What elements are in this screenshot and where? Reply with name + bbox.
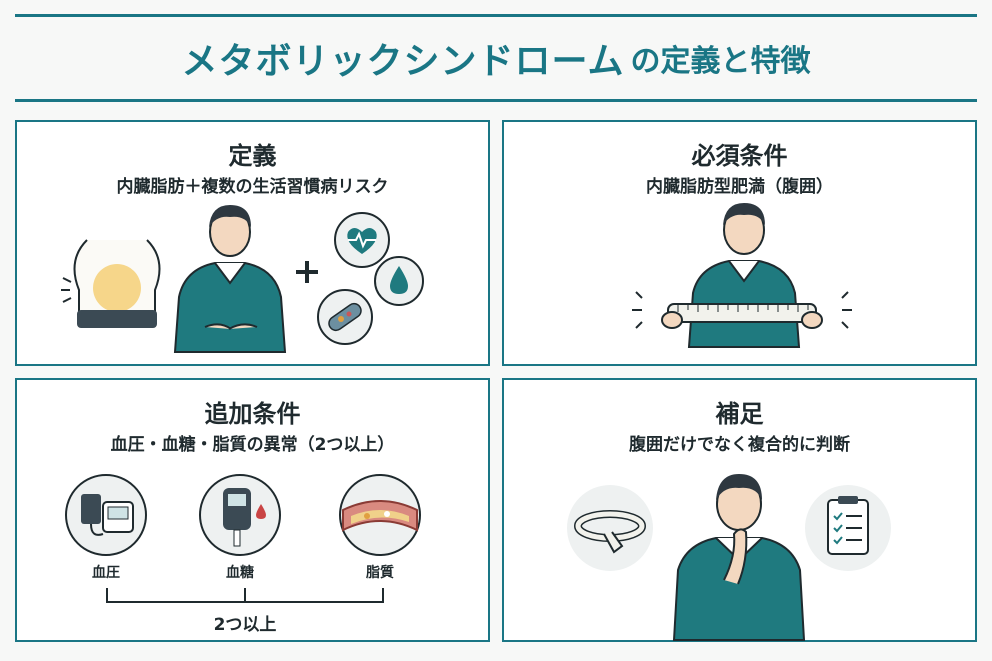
item-label-blood-pressure: 血圧	[92, 565, 120, 581]
page-title: メタボリックシンドローム	[181, 41, 625, 82]
glucose-meter-icon	[199, 474, 281, 556]
blood-drop-icon	[374, 256, 424, 306]
item-label-lipids: 脂質	[366, 565, 394, 581]
thinking-person-illustration	[672, 474, 806, 641]
panel-required: 必須条件 内臓脂肪型肥満（腹囲）	[502, 120, 977, 366]
clogged-artery-icon	[339, 474, 421, 556]
grouping-bracket	[106, 588, 384, 603]
title-bar: メタボリックシンドローム の定義と特徴	[15, 14, 977, 102]
page-title-suffix: の定義と特徴	[630, 44, 811, 79]
panel-definition: 定義 内臓脂肪＋複数の生活習慣病リスク	[15, 120, 490, 366]
panel-subtitle: 腹囲だけでなく複合的に判断	[629, 435, 850, 455]
checklist-clipboard-icon	[805, 485, 891, 571]
panel-subtitle: 内臓脂肪型肥満（腹囲）	[646, 177, 833, 197]
panel-title: 補足	[715, 400, 764, 428]
plus-icon	[296, 261, 318, 283]
panel-subtitle: 内臓脂肪＋複数の生活習慣病リスク	[116, 177, 389, 197]
tape-measure-icon	[567, 485, 653, 571]
person-illustration	[173, 205, 287, 353]
waist-belly-icon	[61, 239, 161, 328]
panel-supplement: 補足 腹囲だけでなく複合的に判断	[502, 378, 977, 642]
blood-pressure-monitor-icon	[65, 474, 147, 556]
heart-pulse-icon	[334, 212, 390, 268]
footer-label: 2つ以上	[213, 615, 277, 635]
measuring-tape-icon	[632, 291, 852, 329]
panel-additional: 追加条件 血圧・血糖・脂質の異常（2つ以上） 血圧 血糖 脂質 2つ以上	[15, 378, 490, 642]
panel-subtitle: 血圧・血糖・脂質の異常（2つ以上）	[110, 435, 395, 455]
person-illustration	[687, 203, 801, 348]
panel-title: 必須条件	[691, 142, 788, 170]
blood-vessel-icon	[317, 289, 373, 345]
panel-title: 追加条件	[204, 400, 301, 428]
panel-title: 定義	[228, 142, 277, 170]
item-label-blood-sugar: 血糖	[226, 565, 254, 581]
